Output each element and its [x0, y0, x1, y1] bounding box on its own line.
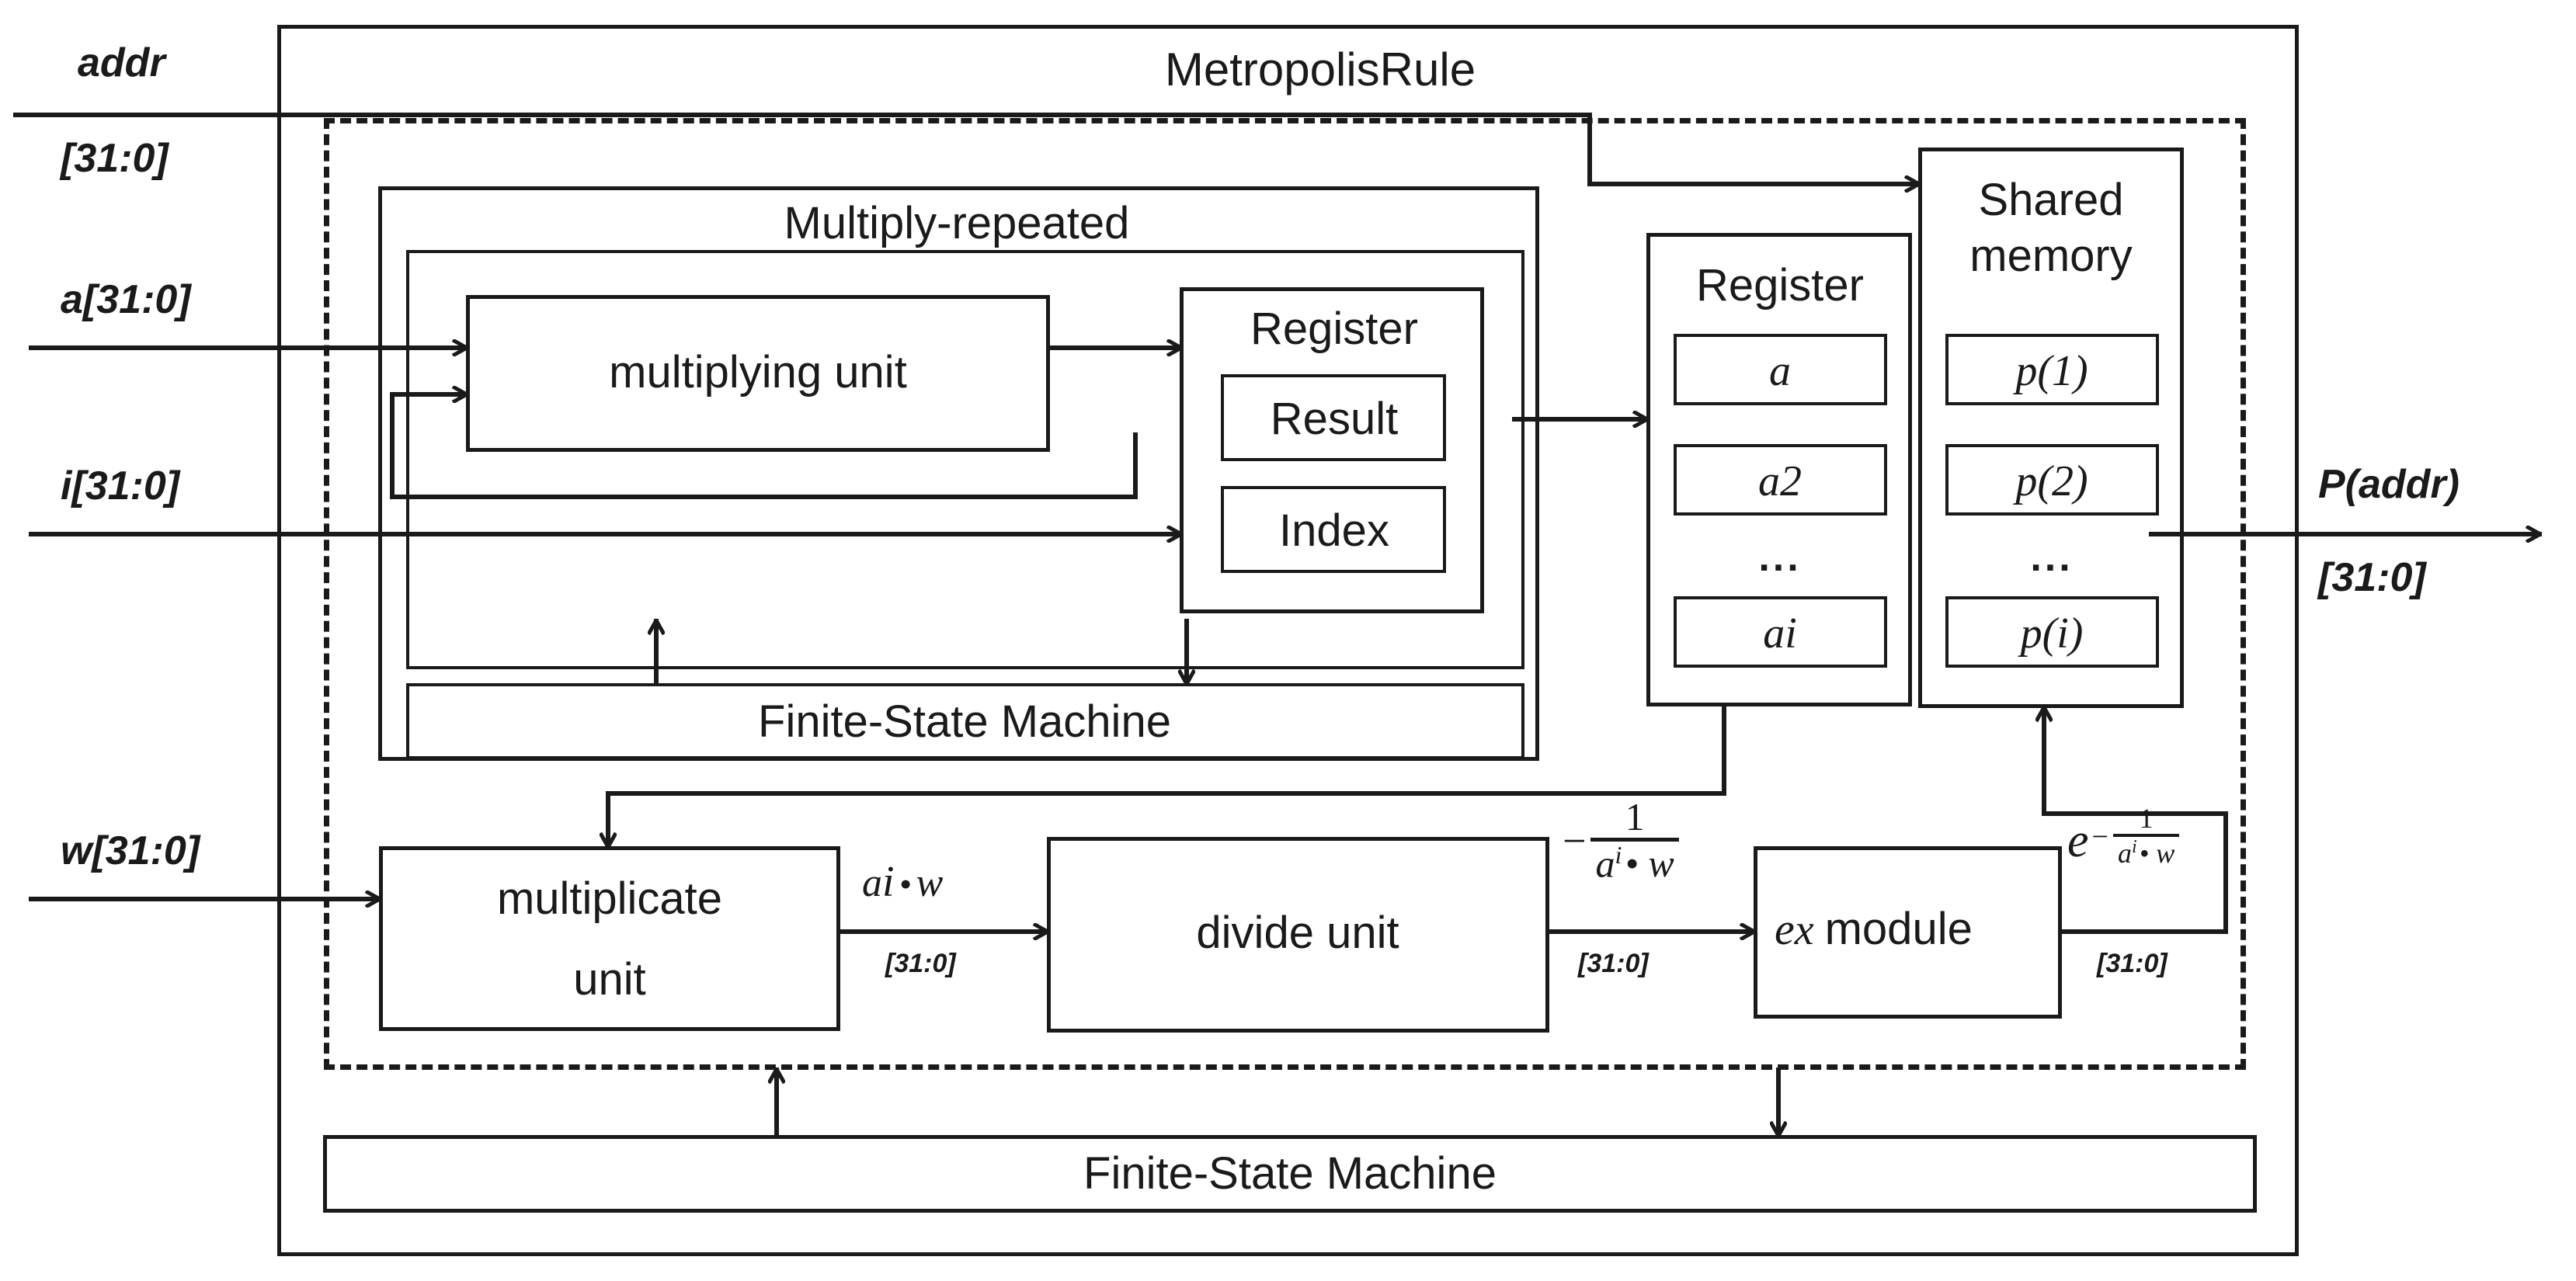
- exp-out-fraction: − 1 ai• w: [2092, 804, 2180, 869]
- outer-module-box: [277, 25, 2299, 1256]
- shared-memory-cell-1: [1945, 334, 2159, 405]
- inner-fsm-box: [406, 683, 1524, 759]
- port-label-P-addr-width: [31:0]: [2318, 555, 2426, 600]
- multiplying-unit-box: [466, 295, 1050, 452]
- register-bank-cell-4: [1674, 596, 1887, 668]
- inner-fsm-label: Finite-State Machine: [758, 696, 1171, 747]
- register-bank-label: Register: [1696, 260, 1864, 311]
- multiply-repeated-inner-frame: [406, 250, 1524, 669]
- register-bank-box: [1646, 233, 1912, 706]
- port-label-P-addr: P(addr): [2318, 462, 2460, 507]
- register-inner-box: [1180, 287, 1484, 613]
- outer-fsm-label: Finite-State Machine: [1083, 1148, 1497, 1199]
- outer-fsm-box: [323, 1135, 2257, 1213]
- result-label: Result: [1270, 394, 1399, 444]
- exp-den-ai-w: ai• w: [2117, 836, 2175, 869]
- signal-bits-neg-inv-ai-w: [31:0]: [1578, 949, 1649, 978]
- wire-result-feedback: [390, 394, 1138, 499]
- register-bank-cell-2-value: a2: [1758, 457, 1802, 505]
- register-bank-cell-1-value: a: [1769, 347, 1791, 395]
- signal-label-exp-out: e − 1 ai• w: [2067, 804, 2180, 869]
- register-bank-cell-4-value: ai: [1763, 609, 1797, 658]
- divide-unit-box: [1047, 837, 1549, 1033]
- index-label: Index: [1279, 505, 1389, 556]
- shared-memory-label-line2: memory: [1969, 231, 2133, 281]
- register-inner-label: Register: [1250, 304, 1418, 354]
- shared-memory-cell-2: [1945, 444, 2159, 516]
- signal-label-neg-inv-ai-w: − 1 ai• w: [1563, 797, 1679, 885]
- port-label-w: w[31:0]: [61, 828, 200, 873]
- shared-memory-cell-2-value: p(2): [2015, 457, 2088, 505]
- wire-bank-to-multiplicate: [608, 704, 1726, 849]
- register-bank-ellipsis: ...: [1758, 535, 1802, 580]
- index-box: [1221, 486, 1446, 573]
- dashed-datapath-region: [324, 118, 2246, 1070]
- exp-module-box: [1754, 846, 2062, 1019]
- multiply-repeated-label: Multiply-repeated: [784, 198, 1130, 248]
- register-bank-cell-1: [1674, 334, 1887, 405]
- shared-memory-ellipsis: ...: [2030, 535, 2074, 580]
- port-label-addr: addr: [78, 40, 165, 85]
- multiplying-unit-label: multiplying unit: [609, 347, 907, 397]
- signal-bits-ai-w: [31:0]: [885, 949, 956, 978]
- exp-module-sup: x: [1794, 906, 1814, 954]
- multiplicate-unit-label-line1: multiplicate: [496, 873, 723, 924]
- port-label-i: i[31:0]: [61, 463, 180, 509]
- den-ai-w: ai• w: [1595, 840, 1674, 886]
- result-box: [1221, 374, 1446, 461]
- shared-memory-label-line1: Shared: [1978, 175, 2124, 225]
- exp-module-word: module: [1824, 904, 1973, 954]
- wire-exp-to-shared-memory: [2044, 706, 2228, 934]
- shared-memory-cell-1-value: p(1): [2015, 347, 2088, 395]
- register-bank-cell-2: [1674, 444, 1887, 516]
- signal-label-ai-w: ai•w: [862, 858, 944, 906]
- page-title: MetropolisRule: [1164, 43, 1476, 95]
- multiplicate-unit-box: [379, 846, 840, 1031]
- divide-unit-label: divide unit: [1196, 908, 1399, 958]
- exp-module-base: e: [1775, 904, 1795, 954]
- port-label-a: a[31:0]: [61, 277, 191, 322]
- multiplicate-unit-label-line2: unit: [573, 954, 646, 1005]
- signal-bits-exp-out: [31:0]: [2097, 949, 2168, 978]
- port-label-addr-width: [31:0]: [61, 136, 169, 181]
- shared-memory-cell-4-value: p(i): [2020, 609, 2084, 658]
- wire-addr: [13, 113, 1921, 184]
- shared-memory-box: [1918, 148, 2184, 708]
- shared-memory-cell-4: [1945, 596, 2159, 668]
